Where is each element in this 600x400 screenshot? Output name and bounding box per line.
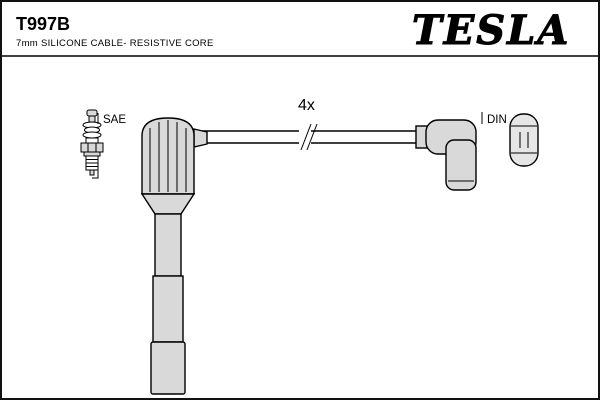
spark-plug-illustration xyxy=(80,109,104,179)
din-connector-illustration xyxy=(415,119,477,191)
svg-text:DIN: DIN xyxy=(487,114,507,126)
sae-label: SAE xyxy=(97,113,126,126)
brand-logo: TESLA xyxy=(412,7,570,54)
terminal-cap-illustration xyxy=(509,113,539,167)
subtitle: 7mm SILICONE CABLE- RESISTIVE CORE xyxy=(16,38,214,49)
cable-break-icon xyxy=(300,123,318,151)
quantity-label: 4x xyxy=(298,97,315,114)
cable-line xyxy=(202,130,422,144)
din-label: DIN xyxy=(481,112,507,126)
part-number: T997B xyxy=(16,14,70,34)
boot-illustration xyxy=(140,117,208,395)
svg-text:SAE: SAE xyxy=(103,114,126,126)
